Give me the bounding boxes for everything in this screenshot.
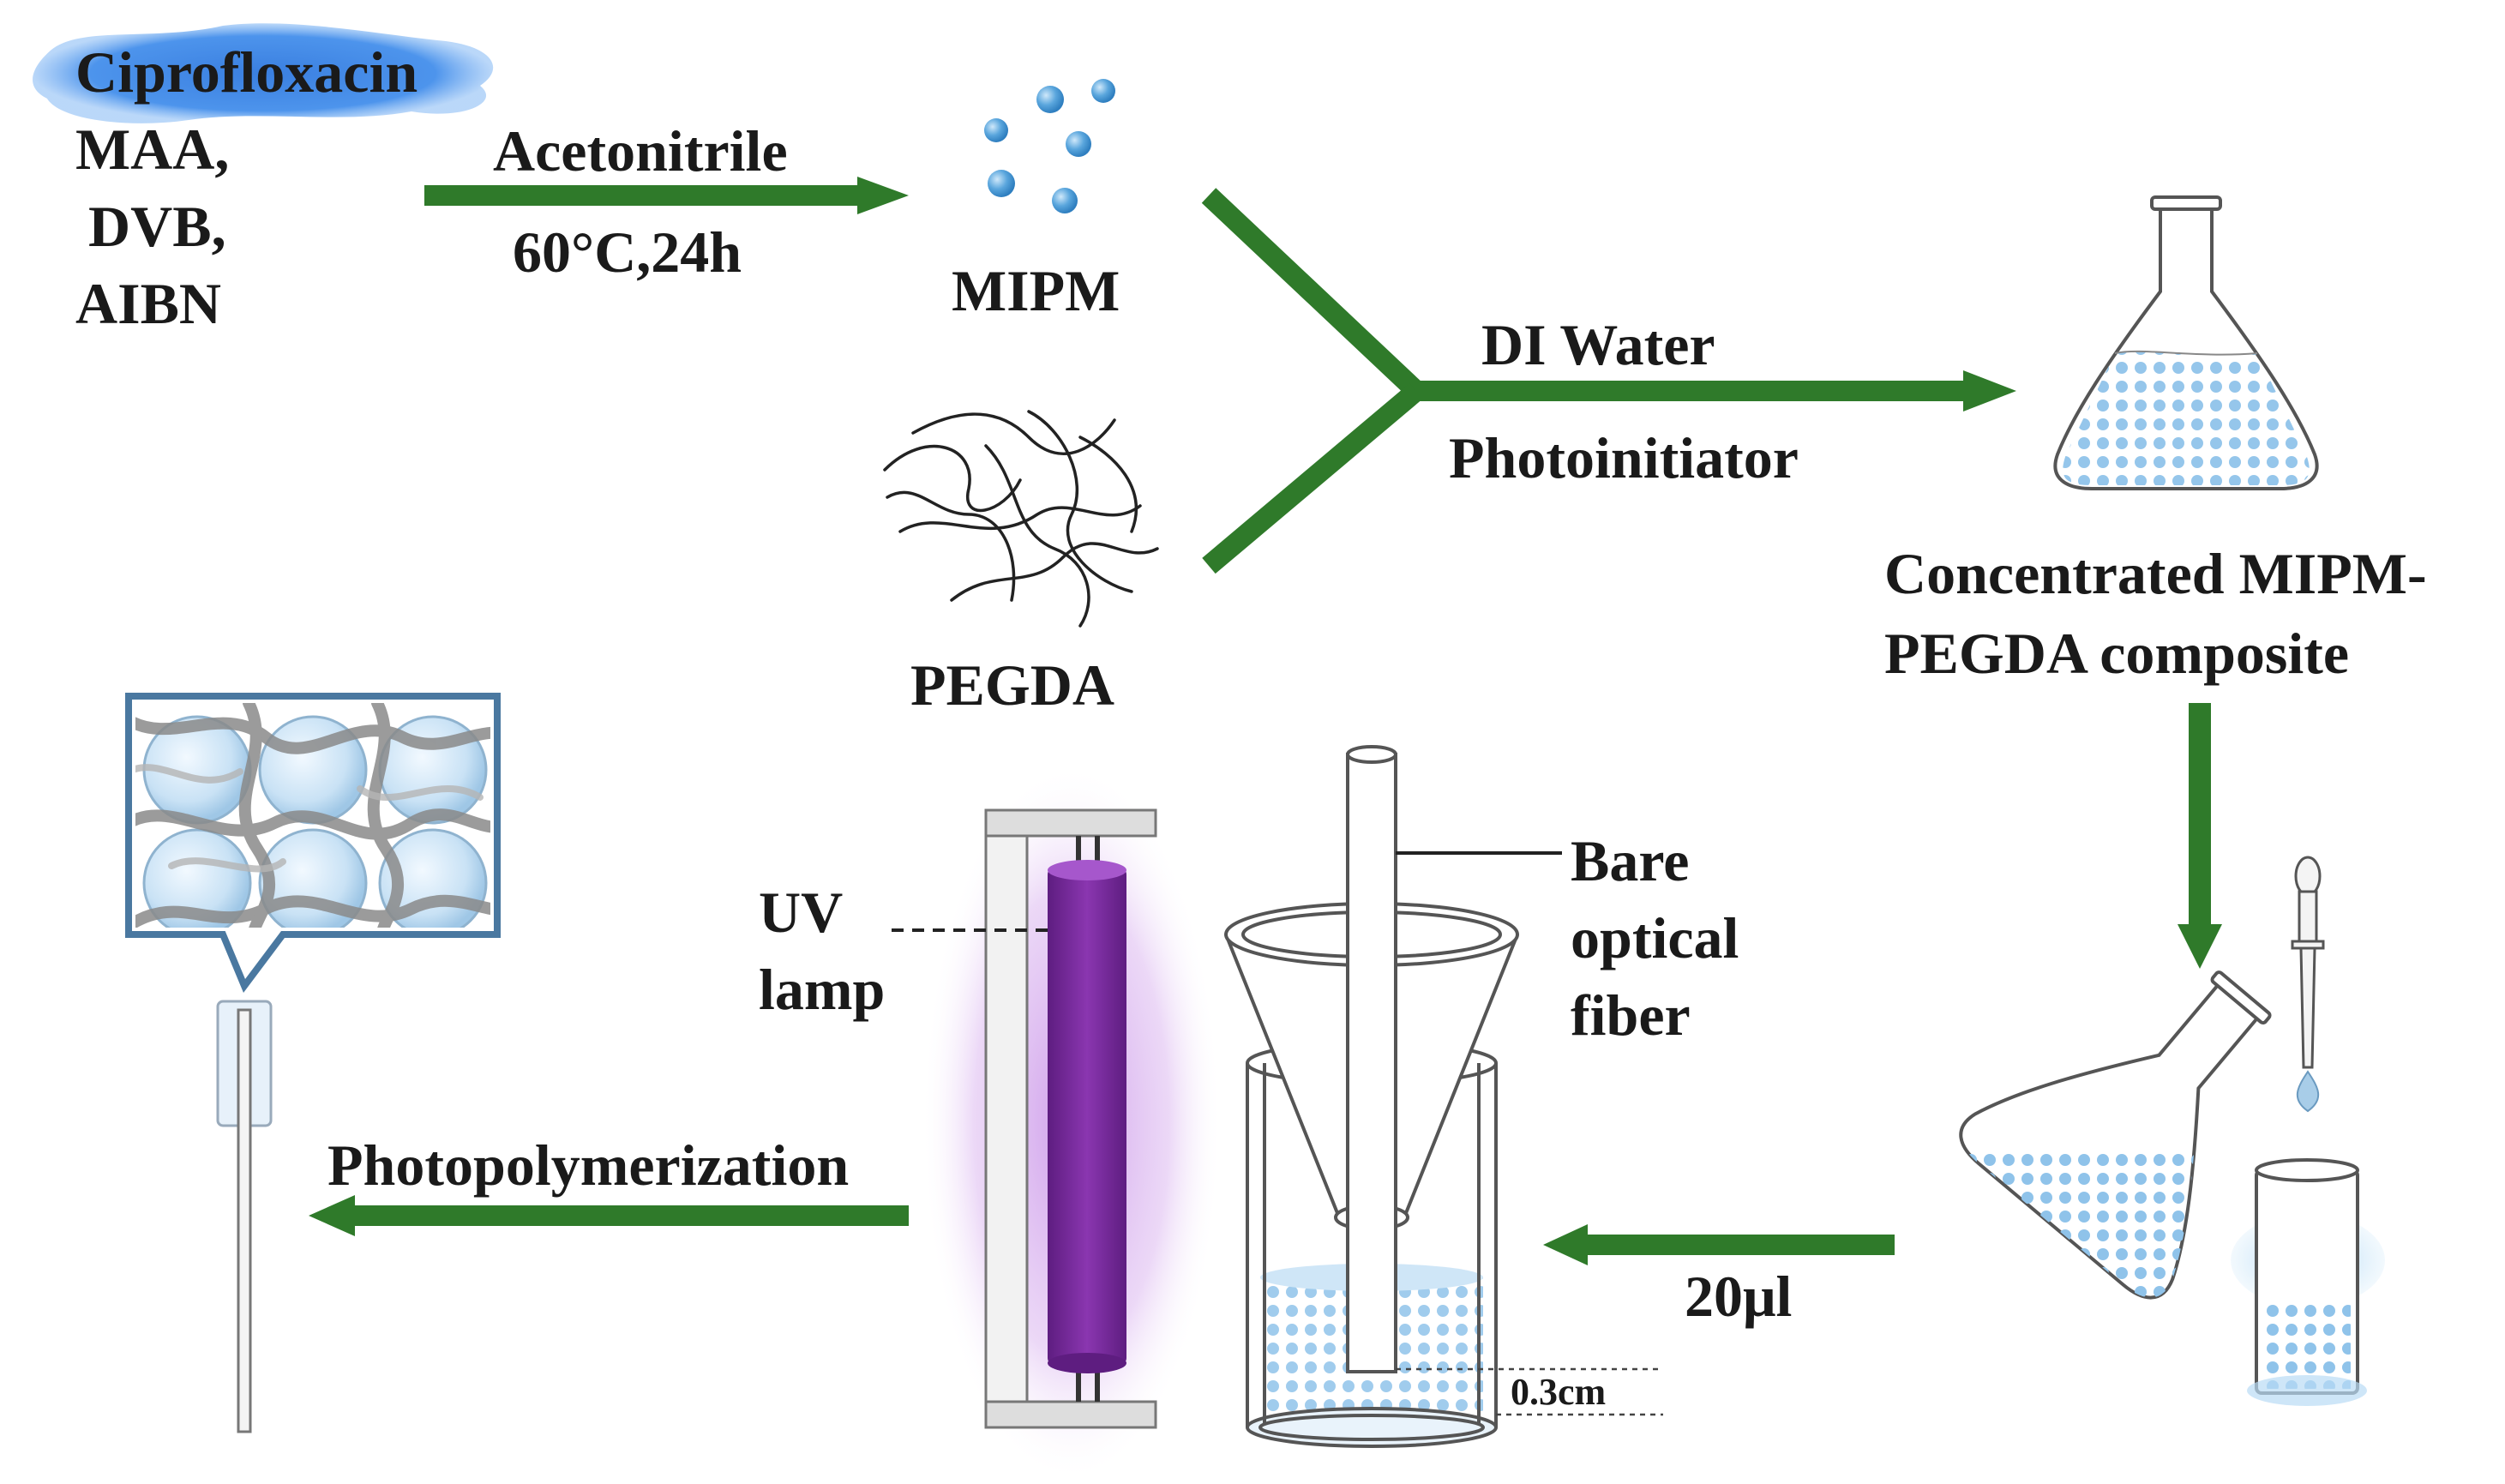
composite-label-line2: PEGDA composite xyxy=(1884,621,2350,686)
coated-fiber-icon xyxy=(216,1000,273,1433)
solvent-label: Acetonitrile xyxy=(493,118,788,183)
di-water-label: DI Water xyxy=(1481,312,1715,377)
pegda-label: PEGDA xyxy=(910,652,1114,718)
pegda-strands-icon xyxy=(883,410,1159,628)
uv-lamp-icon xyxy=(922,763,1222,1483)
tilted-flask-liquid xyxy=(1950,1149,2195,1308)
volume-label: 20μl xyxy=(1685,1264,1793,1329)
arrow-step2 xyxy=(1201,188,2016,574)
fiber-label-line1: Bare xyxy=(1571,828,1690,893)
arrow-step5 xyxy=(309,1195,909,1236)
mipm-beads xyxy=(984,79,1115,213)
fiber-label-line2: optical xyxy=(1571,905,1739,970)
fiber-label-line3: fiber xyxy=(1571,982,1691,1048)
hydrogel-callout xyxy=(125,693,501,993)
composite-label-line1: Concentrated MIPM- xyxy=(1884,541,2427,606)
vial-icon xyxy=(2231,1158,2385,1406)
conditions-label: 60°C,24h xyxy=(513,219,742,285)
depth-label: 0.3cm xyxy=(1511,1371,1607,1413)
mipm-label: MIPM xyxy=(952,258,1120,323)
photoinitiator-label: Photoinitiator xyxy=(1449,425,1799,490)
ciprofloxacin-label: Ciprofloxacin xyxy=(75,39,418,105)
arrow-step3 xyxy=(2178,703,2222,969)
photopolymerization-label: Photopolymerization xyxy=(327,1133,850,1198)
maa-label: MAA, xyxy=(75,117,230,182)
uv-label-line1: UV xyxy=(759,880,844,945)
depth-markers xyxy=(1396,1367,1663,1416)
aibn-label: AIBN xyxy=(75,271,222,336)
ciprofloxacin-highlight xyxy=(33,23,494,123)
fiber-holder-apparatus xyxy=(1224,745,1562,1448)
pipette-icon xyxy=(2291,856,2325,1113)
dvb-label: DVB, xyxy=(88,194,226,259)
arrow-step1 xyxy=(424,177,909,214)
erlenmeyer-flask-icon xyxy=(2053,195,2319,490)
uv-label-line2: lamp xyxy=(759,957,886,1022)
arrow-step4 xyxy=(1543,1224,1895,1265)
